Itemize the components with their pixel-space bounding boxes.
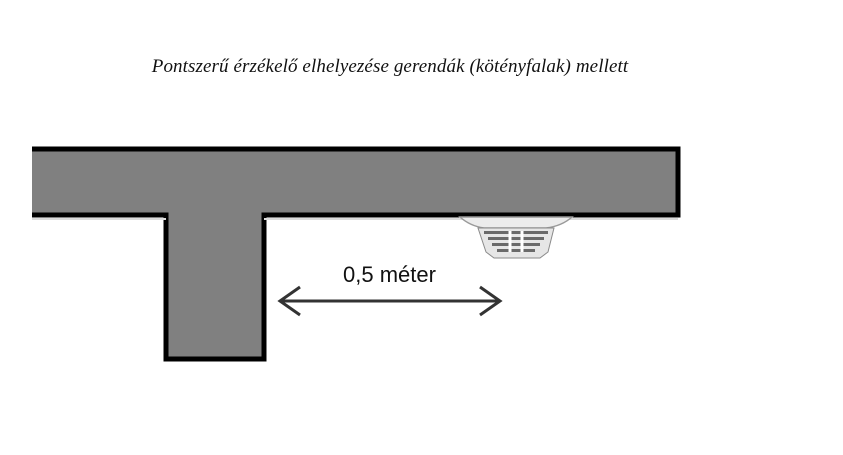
diagram-title: Pontszerű érzékelő elhelyezése gerendák …	[151, 56, 629, 77]
distance-label: 0,5 méter	[343, 262, 436, 287]
distance-arrow	[277, 285, 503, 317]
ceiling-and-beam	[32, 146, 681, 362]
detector-base	[458, 216, 574, 229]
point-detector	[458, 216, 574, 259]
